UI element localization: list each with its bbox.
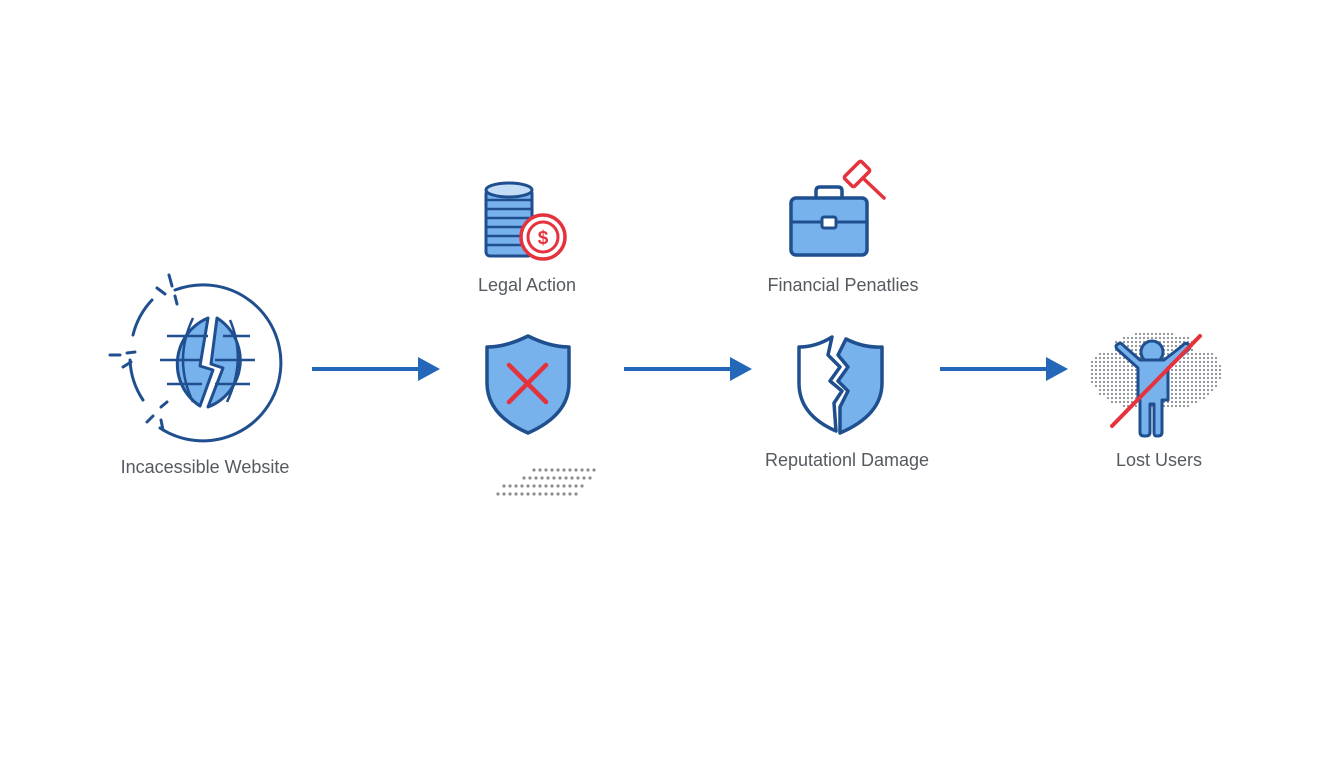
cracked-shield-icon	[797, 335, 884, 435]
svg-text:$: $	[538, 228, 549, 249]
flow-arrow-3	[940, 357, 1068, 381]
briefcase-gavel-icon	[789, 159, 886, 257]
coins-dollar-icon: $	[484, 181, 567, 261]
flow-arrow-2	[624, 357, 752, 381]
shield-x-icon	[485, 334, 571, 435]
user-crossed-out-icon	[1090, 332, 1222, 438]
node-label-inaccessible-website: Incacessible Website	[120, 457, 290, 477]
broken-globe-icon	[108, 273, 283, 443]
dot-pattern-decoration	[496, 468, 596, 496]
branch-label-financial-penalties: Financial Penatlies	[767, 275, 919, 295]
flow-arrow-1	[312, 357, 440, 381]
node-label-lost-users: Lost Users	[1115, 450, 1203, 470]
node-label-reputational-damage: Reputationl Damage	[764, 450, 930, 470]
branch-label-legal-action: Legal Action	[477, 275, 577, 295]
